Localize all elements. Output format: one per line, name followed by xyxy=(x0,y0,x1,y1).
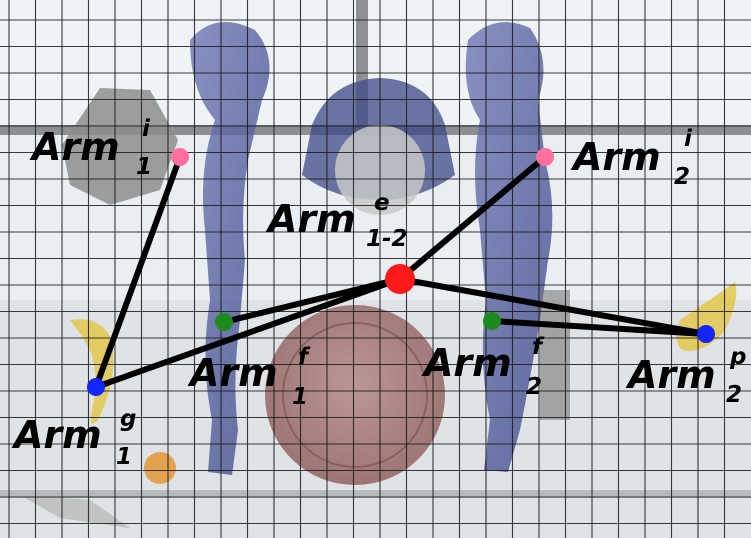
label-arm2-p-sup: p xyxy=(729,344,746,370)
label-arm2-f-base: Arm xyxy=(421,341,512,385)
arm1-shoulder-point xyxy=(171,148,189,166)
label-arm1-i-sup: i xyxy=(142,116,151,142)
arm1-elbow-point xyxy=(215,313,233,331)
label-arm1-g-sub: 1 xyxy=(116,444,132,470)
label-arm12-e-sub: 1-2 xyxy=(366,226,408,252)
arm2-elbow-point xyxy=(483,312,501,330)
center-point xyxy=(385,264,415,294)
orange-shape xyxy=(144,452,176,484)
label-arm2-i-sub: 2 xyxy=(674,164,690,190)
label-arm1-g-sup: g xyxy=(120,406,136,432)
arm2-end-point xyxy=(697,325,715,343)
label-arm2-p-sub: 2 xyxy=(726,382,742,408)
label-arm12-e-base: Arm xyxy=(265,197,356,241)
arm2-shoulder-point xyxy=(536,148,554,166)
label-arm1-f-base: Arm xyxy=(187,351,278,395)
label-arm2-i-base: Arm xyxy=(570,135,661,179)
label-arm12-e-sup: e xyxy=(374,190,390,216)
label-arm1-f-sub: 1 xyxy=(292,384,308,410)
label-arm2-p-base: Arm xyxy=(625,353,716,397)
label-arm1-g-base: Arm xyxy=(11,413,102,457)
label-arm1-i-base: Arm xyxy=(29,125,120,169)
arm1-gripper-point xyxy=(87,378,105,396)
label-arm1-i-sub: 1 xyxy=(136,154,152,180)
label-arm2-f-sub: 2 xyxy=(526,374,542,400)
label-arm2-i-sup: i xyxy=(684,126,693,152)
